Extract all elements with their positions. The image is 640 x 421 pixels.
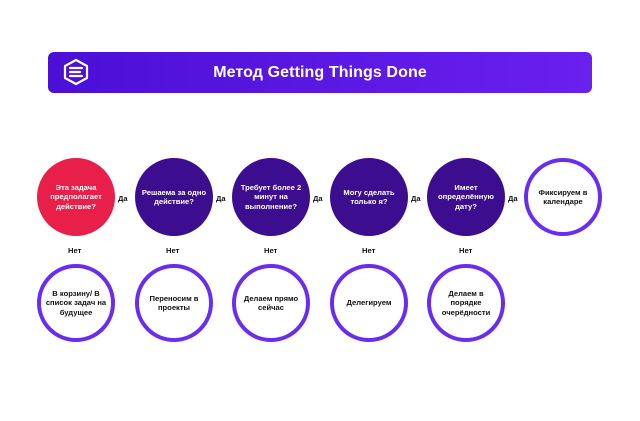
- question-text: Имеет определённую дату?: [437, 183, 495, 211]
- outcome-text: В корзину/ В список задач на будущее: [45, 289, 107, 317]
- outcome-text: Делегируем: [346, 298, 392, 308]
- yes-label: Да: [508, 194, 518, 203]
- question-text: Требует более 2 минут на выполнение?: [240, 183, 302, 211]
- question-text: Эта задача предполагает действие?: [50, 183, 102, 211]
- outcome-text: Фиксируем в календаре: [538, 187, 588, 206]
- question-circle-single-step: Решаема за одно действие?: [135, 158, 213, 236]
- no-label: Нет: [166, 246, 180, 255]
- outcome-text: Делаем в порядке очерёдности: [441, 289, 491, 317]
- outcome-circle-queue: Делаем в порядке очерёдности: [427, 264, 505, 342]
- no-label: Нет: [362, 246, 376, 255]
- question-circle-action: Эта задача предполагает действие?: [37, 158, 115, 236]
- page-title: Метод Getting Things Done: [213, 64, 427, 81]
- yes-label: Да: [313, 194, 323, 203]
- yes-label: Да: [118, 194, 128, 203]
- outcome-circle-trash: В корзину/ В список задач на будущее: [37, 264, 115, 342]
- question-text: Могу сделать только я?: [343, 187, 395, 206]
- no-label: Нет: [68, 246, 82, 255]
- no-label: Нет: [459, 246, 473, 255]
- yes-label: Да: [216, 194, 226, 203]
- question-circle-has-date: Имеет определённую дату?: [427, 158, 505, 236]
- outcome-text: Переносим в проекты: [149, 293, 199, 312]
- outcome-circle-delegate: Делегируем: [330, 264, 408, 342]
- gtd-logo-icon: [63, 58, 89, 86]
- outcome-circle-calendar: Фиксируем в календаре: [524, 158, 602, 236]
- outcome-circle-do-now: Делаем прямо сейчас: [232, 264, 310, 342]
- question-circle-two-minutes: Требует более 2 минут на выполнение?: [232, 158, 310, 236]
- outcome-text: Делаем прямо сейчас: [243, 293, 299, 312]
- header-banner: Метод Getting Things Done: [48, 52, 592, 93]
- question-circle-only-me: Могу сделать только я?: [330, 158, 408, 236]
- question-text: Решаема за одно действие?: [141, 187, 207, 206]
- no-label: Нет: [264, 246, 278, 255]
- yes-label: Да: [411, 194, 421, 203]
- outcome-circle-projects: Переносим в проекты: [135, 264, 213, 342]
